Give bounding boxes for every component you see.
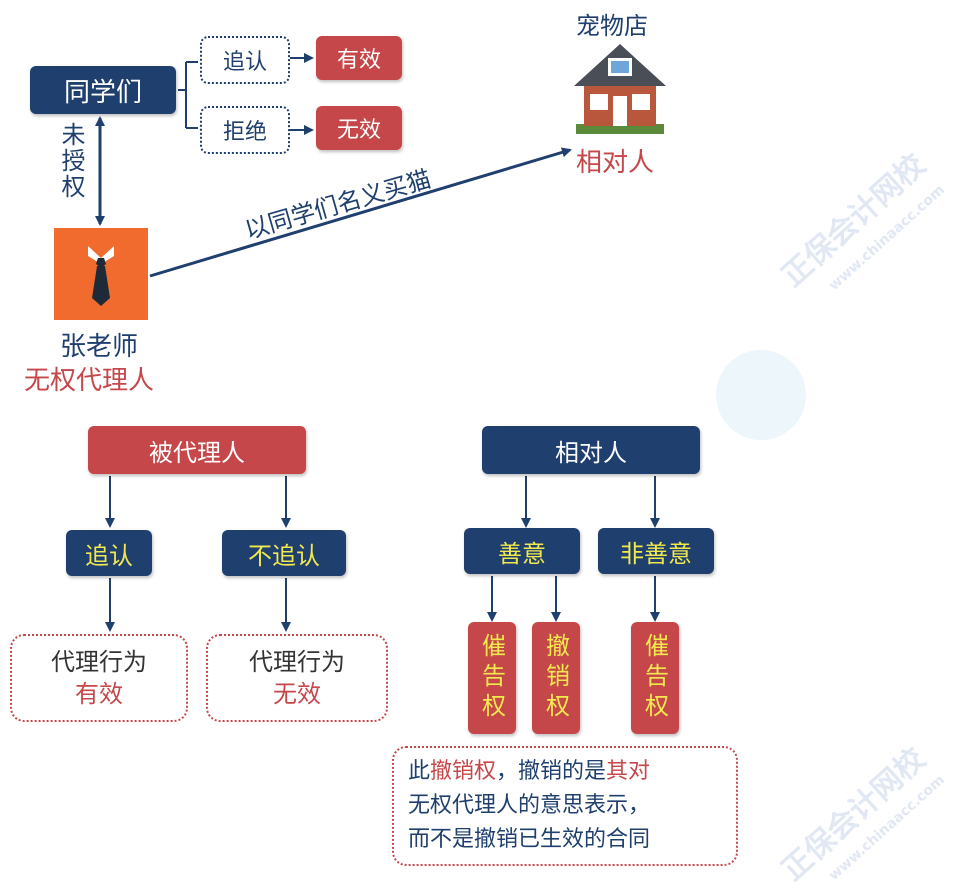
good-faith-node: 善意 xyxy=(464,528,580,574)
note-line-3: 而不是撤销已生效的合同 xyxy=(408,827,651,852)
result-valid-line2: 有效 xyxy=(75,680,123,708)
result-valid-line1: 代理行为 xyxy=(51,648,147,676)
bad-faith-node: 非善意 xyxy=(598,528,714,574)
result-valid-box: 代理行为 有效 xyxy=(10,634,188,722)
tie-icon xyxy=(88,246,114,306)
unauthorized-label: 未授权 xyxy=(57,122,85,200)
result-invalid-box: 代理行为 无效 xyxy=(206,634,388,722)
classmates-box: 同学们 xyxy=(30,66,176,114)
counterparty-label: 相对人 xyxy=(576,148,655,178)
revoke-right-box: 撤销权 xyxy=(532,622,580,734)
urge-right-box-1: 催告权 xyxy=(468,622,516,734)
teacher-name: 张老师 xyxy=(60,332,139,362)
note-part-4: 其对 xyxy=(606,759,651,784)
valid-box: 有效 xyxy=(316,36,402,80)
counterparty-box: 相对人 xyxy=(482,426,700,474)
note-part-3: ，撤销的是 xyxy=(496,759,607,784)
refuse-box: 拒绝 xyxy=(200,106,290,154)
note-line-2: 无权代理人的意思表示， xyxy=(408,793,651,818)
note-line-1: 此撤销权，撤销的是其对 xyxy=(408,755,650,789)
teacher-role: 无权代理人 xyxy=(24,366,155,396)
result-invalid-line1: 代理行为 xyxy=(249,648,345,676)
watermark-logo xyxy=(716,350,806,440)
not-ratify-node: 不追认 xyxy=(222,530,346,576)
principal-box: 被代理人 xyxy=(88,426,306,474)
result-invalid-line2: 无效 xyxy=(273,680,321,708)
teacher-avatar xyxy=(54,228,148,320)
note-part-2: 撤销权 xyxy=(430,759,497,784)
ratify-box: 追认 xyxy=(200,36,290,84)
invalid-box: 无效 xyxy=(316,106,402,150)
revoke-note-box: 此撤销权，撤销的是其对 无权代理人的意思表示， 而不是撤销已生效的合同 xyxy=(392,746,738,866)
house-icon xyxy=(574,44,666,134)
note-part-1: 此 xyxy=(408,759,431,784)
ratify-node: 追认 xyxy=(66,530,152,576)
urge-right-box-2: 催告权 xyxy=(631,622,679,734)
shop-label: 宠物店 xyxy=(576,12,648,40)
